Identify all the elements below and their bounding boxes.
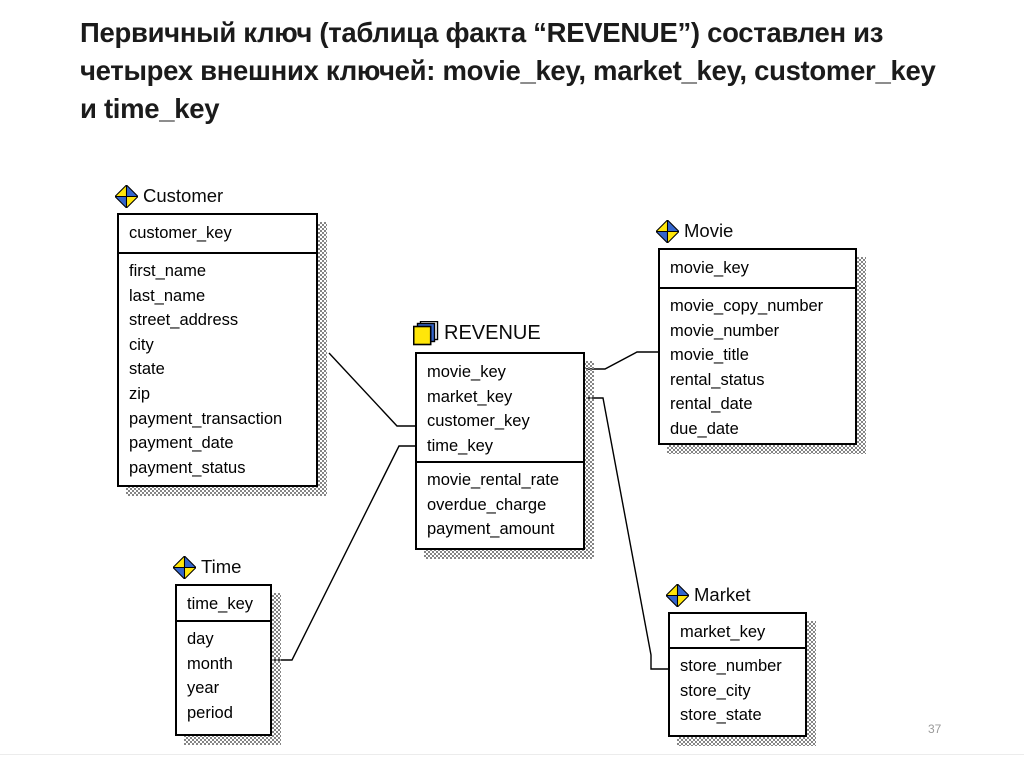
attribute-row: month <box>187 654 233 673</box>
key-attribute-section: customer_key <box>119 215 316 254</box>
attribute-section: store_number store_city store_state <box>670 649 805 735</box>
relationship-line-revenue-movie <box>586 351 658 370</box>
key-attribute-section: movie_key market_key customer_key time_key <box>417 354 583 463</box>
attribute-row: time_key <box>427 436 494 455</box>
entity-movie-label: Movie <box>656 218 733 244</box>
entity-customer-label: Customer <box>115 183 223 209</box>
attribute-row: rental_date <box>670 395 753 414</box>
entity-box: time_key day month year period <box>175 584 272 736</box>
dimension-diamond-icon <box>173 555 196 579</box>
attribute-section: day month year period <box>177 622 270 734</box>
attribute-row: first_name <box>129 262 207 280</box>
attribute-row: rental_status <box>670 370 765 389</box>
attribute-row: state <box>129 360 165 379</box>
key-attribute-section: movie_key <box>660 250 855 289</box>
key-attribute-section: market_key <box>670 614 805 649</box>
entity-box: customer_key first_name last_name street_a… <box>117 213 318 487</box>
slide-title-line-1: Первичный ключ (таблица факта “REVENUE”)… <box>80 17 884 48</box>
slide-title: Первичный ключ (таблица факта “REVENUE”)… <box>80 14 1000 128</box>
relationship-line-revenue-market <box>586 397 668 670</box>
attribute-section: movie_copy_number movie_number movie_title… <box>660 289 855 443</box>
attribute-row: market_key <box>427 387 513 406</box>
attribute-row: time_key <box>187 595 254 613</box>
attribute-row: due_date <box>670 419 739 438</box>
attribute-row: store_state <box>680 706 762 725</box>
slide-title-line-2: четырех внешних ключей: movie_key, marke… <box>80 55 936 86</box>
dimension-diamond-icon <box>666 583 689 607</box>
entity-market-label: Market <box>666 582 751 608</box>
attribute-row: market_key <box>680 623 766 641</box>
attribute-row: payment_status <box>129 458 246 477</box>
attribute-row: movie_number <box>670 321 780 340</box>
relationship-line-customer-revenue <box>328 352 415 427</box>
entity-customer: Customer customer_key first_name last_nam… <box>115 184 327 496</box>
attribute-row: customer_key <box>427 412 530 431</box>
entity-name: REVENUE <box>444 321 541 344</box>
slide-title-line-3: и time_key <box>80 93 220 124</box>
entity-name: Market <box>694 584 751 605</box>
attribute-row: period <box>187 703 233 722</box>
dimension-diamond-icon <box>115 184 138 208</box>
attribute-row: movie_key <box>670 259 749 277</box>
attribute-row: payment_amount <box>427 520 555 539</box>
dimension-diamond-icon <box>656 219 679 243</box>
relationship-line-time-revenue <box>273 445 415 661</box>
attribute-row: year <box>187 679 220 698</box>
entity-market: Market market_key store_number store_city… <box>666 583 816 746</box>
attribute-row: day <box>187 630 214 648</box>
attribute-row: movie_copy_number <box>670 297 824 315</box>
attribute-row: overdue_charge <box>427 495 547 514</box>
entity-name: Movie <box>684 220 734 241</box>
entity-box: market_key store_number store_city store_s… <box>668 612 807 737</box>
attribute-row: movie_rental_rate <box>427 471 560 489</box>
attribute-row: store_number <box>680 657 782 675</box>
attribute-section: movie_rental_rate overdue_charge payment_a… <box>417 463 583 548</box>
entity-time-label: Time <box>173 554 241 580</box>
attribute-row: city <box>129 335 154 354</box>
attribute-row: payment_transaction <box>129 409 283 428</box>
attribute-row: store_city <box>680 681 751 700</box>
fact-cube-icon <box>413 320 439 345</box>
page-number: 37 <box>928 722 942 736</box>
entity-revenue-label: REVENUE <box>413 320 541 346</box>
attribute-row: last_name <box>129 286 206 305</box>
attribute-row: payment_date <box>129 434 234 453</box>
attribute-row: zip <box>129 384 151 403</box>
entity-name: Time <box>201 556 242 577</box>
key-attribute-section: time_key <box>177 586 270 622</box>
slide-bottom-edge <box>0 754 1024 755</box>
entity-time: Time time_key day month year period <box>173 555 281 745</box>
attribute-row: customer_key <box>129 224 232 242</box>
attribute-row: street_address <box>129 311 239 330</box>
attribute-row: movie_title <box>670 346 749 365</box>
entity-name: Customer <box>143 185 224 206</box>
entity-movie: Movie movie_key movie_copy_number movie_n… <box>656 219 866 454</box>
attribute-row: movie_key <box>427 363 506 381</box>
